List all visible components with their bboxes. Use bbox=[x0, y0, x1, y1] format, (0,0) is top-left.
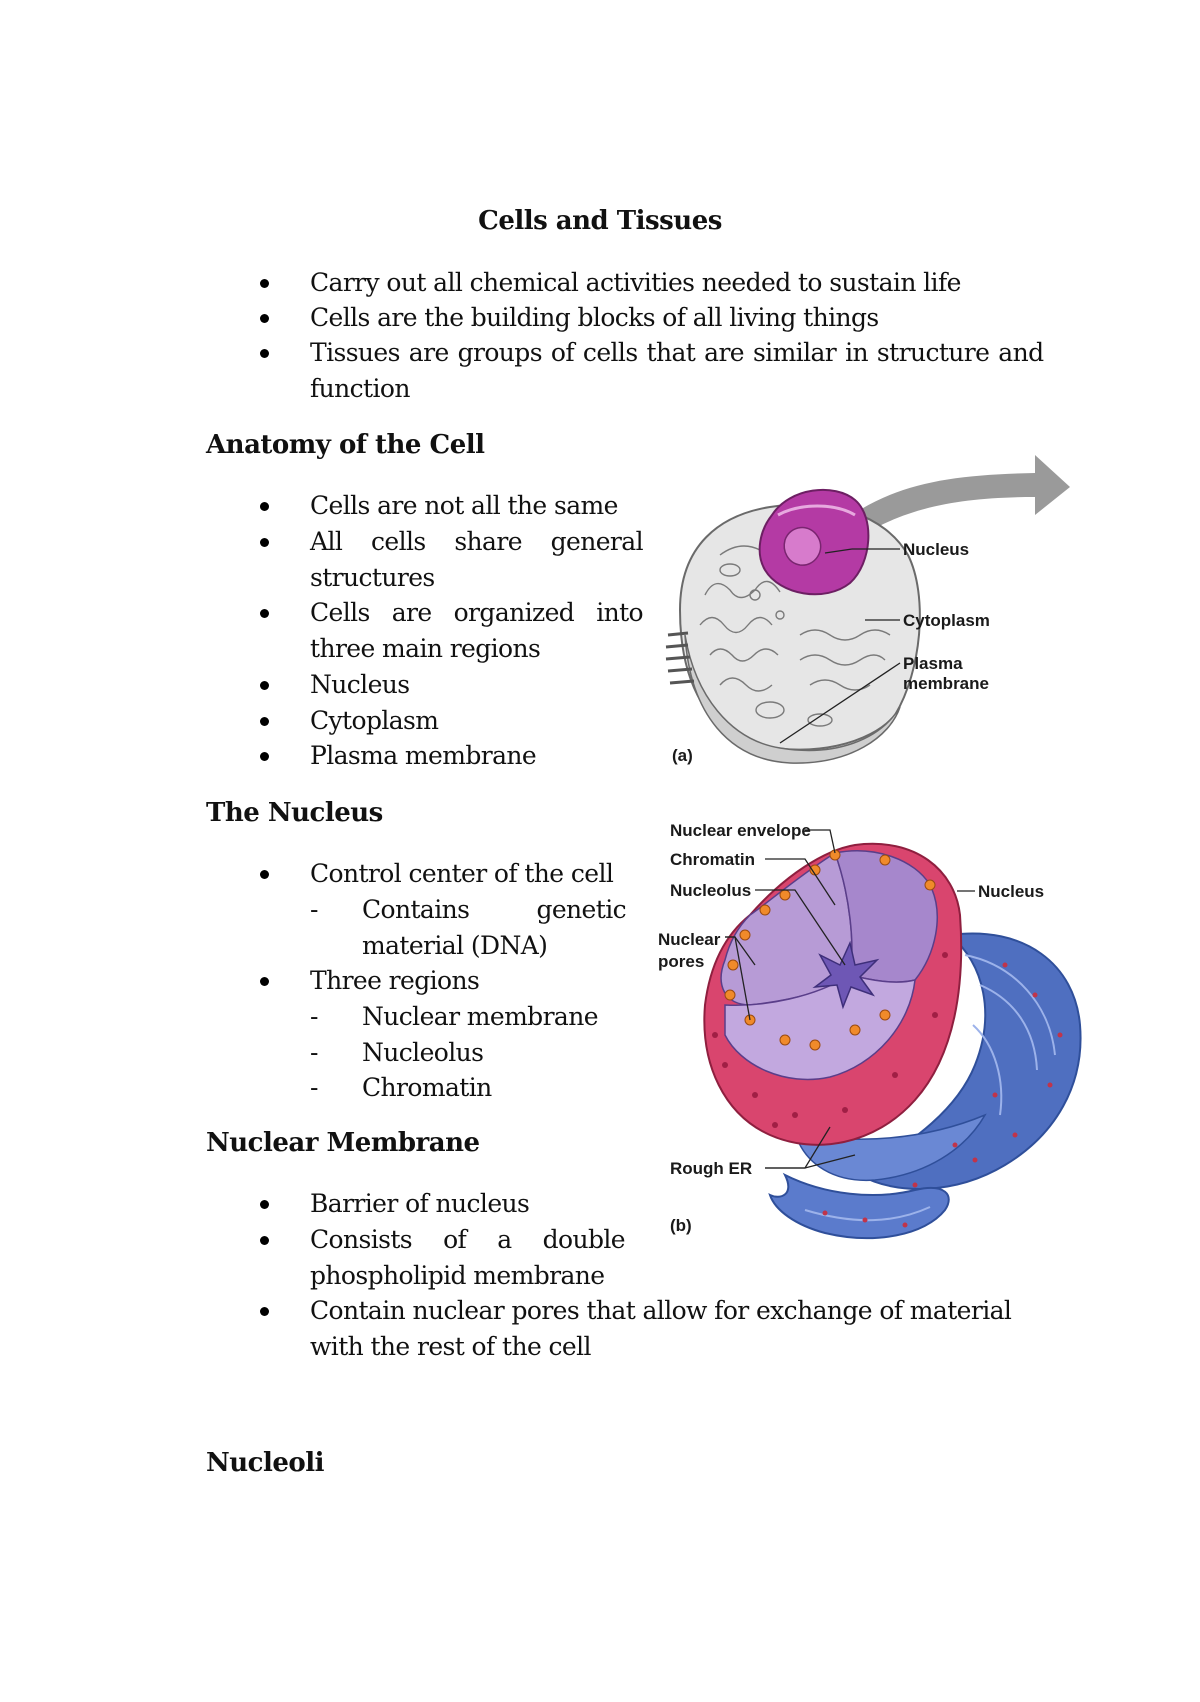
bullet-icon bbox=[260, 349, 269, 358]
sub-list-item-continuation: material (DNA) bbox=[362, 931, 548, 960]
bullet-icon bbox=[260, 717, 269, 726]
nuclear-pores bbox=[724, 849, 936, 1051]
figure-tag-a: (a) bbox=[672, 746, 693, 765]
label-nucleolus: Nucleolus bbox=[670, 881, 751, 900]
label-nucleus: Nucleus bbox=[978, 882, 1044, 901]
list-item: Three regions bbox=[310, 966, 480, 995]
list-item-line: Tissues are groups of cells that are sim… bbox=[310, 338, 1044, 367]
section-heading-nucleoli: Nucleoli bbox=[206, 1448, 325, 1478]
sub-list-item: Nucleolus bbox=[362, 1038, 484, 1067]
bullet-icon bbox=[260, 502, 269, 511]
page-title: Cells and Tissues bbox=[478, 206, 722, 236]
cell-shell bbox=[684, 634, 901, 764]
bullet-icon bbox=[260, 870, 269, 879]
dash-marker: - bbox=[310, 895, 319, 924]
bullet-icon bbox=[260, 279, 269, 288]
list-item: Carry out all chemical activities needed… bbox=[310, 268, 961, 297]
organelles bbox=[699, 545, 891, 727]
dash-marker: - bbox=[310, 1073, 319, 1102]
list-item: Barrier of nucleus bbox=[310, 1189, 530, 1218]
bullet-icon bbox=[260, 1200, 269, 1209]
bullet-icon bbox=[260, 1236, 269, 1245]
sub-list-item: Chromatin bbox=[362, 1073, 492, 1102]
label-membrane: membrane bbox=[903, 674, 989, 693]
list-item: Control center of the cell bbox=[310, 859, 614, 888]
list-item-continuation: phospholipid membrane bbox=[310, 1261, 605, 1290]
sub-list-item: Nuclear membrane bbox=[362, 1002, 599, 1031]
microvilli bbox=[665, 631, 695, 685]
list-item: Plasma membrane bbox=[310, 741, 537, 770]
list-item-continuation: three main regions bbox=[310, 634, 541, 663]
list-item: Cytoplasm bbox=[310, 706, 439, 735]
label-chromatin: Chromatin bbox=[670, 850, 755, 869]
leader-lines bbox=[725, 829, 975, 1169]
bullet-icon bbox=[260, 538, 269, 547]
bullet-icon bbox=[260, 314, 269, 323]
figure-tag-b: (b) bbox=[670, 1216, 692, 1235]
label-plasma: Plasma bbox=[903, 654, 963, 673]
bullet-icon bbox=[260, 752, 269, 761]
figure-cell-diagram: Nucleus Cytoplasm Plasma membrane (a) bbox=[665, 455, 1070, 765]
section-heading-anatomy: Anatomy of the Cell bbox=[206, 430, 485, 460]
nucleolus-shape bbox=[812, 940, 880, 1010]
bullet-icon bbox=[260, 609, 269, 618]
label-nuclear-envelope: Nuclear envelope bbox=[670, 821, 811, 840]
list-item: Tissues are groups of cells that are sim… bbox=[310, 335, 1044, 371]
list-item-continuation: function bbox=[310, 374, 410, 403]
label-nuclear-pores-2: pores bbox=[658, 952, 704, 971]
list-item-continuation: with the rest of the cell bbox=[310, 1332, 591, 1361]
bullet-icon bbox=[260, 977, 269, 986]
arrow-icon bbox=[820, 455, 1070, 555]
list-item: All cells share general bbox=[310, 527, 644, 556]
leader-lines bbox=[779, 548, 901, 744]
label-cytoplasm: Cytoplasm bbox=[903, 611, 990, 630]
dash-marker: - bbox=[310, 1038, 319, 1067]
rough-er bbox=[768, 932, 1082, 1239]
list-item: Nucleus bbox=[310, 670, 410, 699]
section-heading-nucleus: The Nucleus bbox=[206, 798, 383, 828]
list-item: Contain nuclear pores that allow for exc… bbox=[310, 1296, 1012, 1325]
figure-nucleus-diagram: Nuclear envelope Chromatin Nucleolus Nuc… bbox=[658, 821, 1082, 1239]
list-item: Cells are organized into bbox=[310, 598, 644, 627]
sub-list-item: Contains genetic bbox=[362, 895, 627, 924]
label-rough-er: Rough ER bbox=[670, 1159, 752, 1178]
bullet-icon bbox=[260, 681, 269, 690]
dash-marker: - bbox=[310, 1002, 319, 1031]
list-item: Cells are not all the same bbox=[310, 491, 618, 520]
list-item: Cells are the building blocks of all liv… bbox=[310, 303, 879, 332]
bullet-icon bbox=[260, 1307, 269, 1316]
label-nuclear-pores-1: Nuclear bbox=[658, 930, 721, 949]
label-nucleus: Nucleus bbox=[903, 540, 969, 559]
list-item-continuation: structures bbox=[310, 563, 435, 592]
section-heading-membrane: Nuclear Membrane bbox=[206, 1128, 480, 1158]
list-item: Consists of a double bbox=[310, 1225, 626, 1254]
